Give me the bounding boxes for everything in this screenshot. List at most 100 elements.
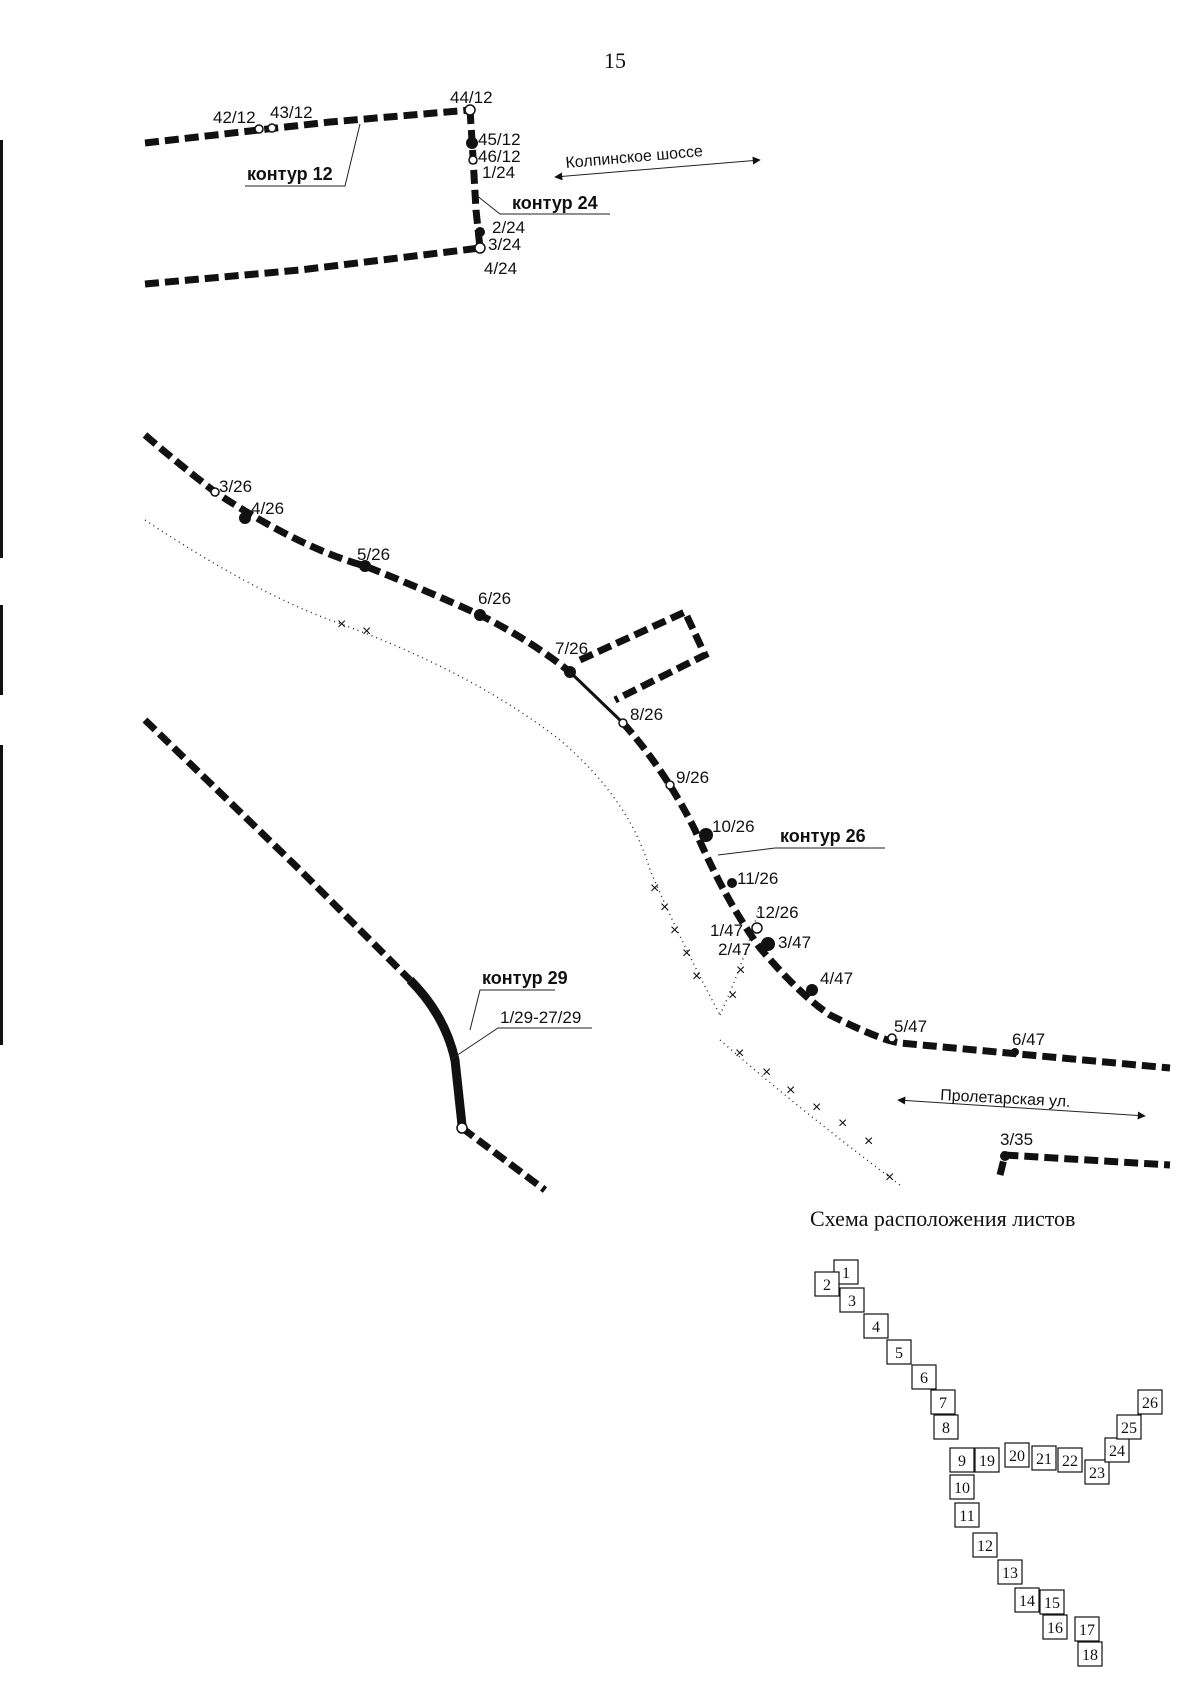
sheet-box-26: 26 [1137,1389,1163,1415]
point-label-44-12: 44/12 [450,88,493,107]
svg-text:×: × [337,616,346,633]
sheet-box-6: 6 [911,1364,937,1390]
sheet-number-20: 20 [1009,1448,1025,1465]
sheet-number-12: 12 [977,1538,993,1555]
point-label-1-24: 1/24 [482,163,515,182]
sheet-number-25: 25 [1121,1420,1137,1437]
sheet-number-16: 16 [1047,1620,1063,1637]
points-29-leader [449,1027,592,1061]
point-label-6-26: 6/26 [478,589,511,608]
contour-26-points [210,487,1019,1056]
svg-text:×: × [728,987,737,1004]
adjacent-parcel-boundary [578,607,710,704]
svg-text:×: × [660,899,669,916]
point-label-6-47: 6/47 [1012,1030,1045,1049]
sheet-box-22: 22 [1057,1447,1083,1473]
sheet-box-15: 15 [1039,1589,1065,1615]
sheet-number-6: 6 [920,1370,928,1387]
sheet-box-16: 16 [1042,1614,1068,1640]
sheet-number-26: 26 [1142,1395,1158,1412]
sheet-number-9: 9 [958,1453,966,1470]
point-label-4-47: 4/47 [820,969,853,988]
sheet-number-4: 4 [872,1319,880,1336]
sheet-box-13: 13 [997,1559,1023,1585]
contour-29-label: контур 29 [482,968,568,988]
contour-35-boundary [996,1151,1171,1176]
sheet-box-17: 17 [1074,1616,1100,1642]
sheet-box-9: 9 [949,1447,975,1473]
contour-26-leader [717,847,885,856]
point-label-10-26: 10/26 [712,817,755,836]
sheet-box-8: 8 [933,1414,959,1440]
contour-26-boundary [142,432,1171,1072]
sheet-number-17: 17 [1079,1622,1095,1639]
point-label-12-26: 12/26 [756,903,799,922]
sheet-box-10: 10 [949,1474,975,1500]
left-margin-bar-1 [0,140,3,558]
svg-text:×: × [736,962,745,979]
sheet-number-14: 14 [1019,1593,1035,1610]
svg-text:×: × [762,1064,771,1081]
sheet-number-22: 22 [1062,1453,1078,1470]
sheet-number-13: 13 [1002,1565,1018,1582]
point-label-9-26: 9/26 [676,768,709,787]
contour-29-boundary [142,717,548,1193]
point-label-2-47: 2/47 [718,940,751,959]
svg-text:×: × [864,1133,873,1150]
sheet-number-15: 15 [1044,1595,1060,1612]
point-label-5-47: 5/47 [894,1017,927,1036]
point-label-45-12: 45/12 [478,130,521,149]
contour-24-label: контур 24 [512,193,598,213]
svg-text:×: × [812,1099,821,1116]
sheet-box-7: 7 [930,1389,956,1415]
sheet-number-11: 11 [959,1508,974,1525]
sheet-number-5: 5 [895,1345,903,1362]
sheet-number-23: 23 [1089,1465,1105,1482]
point-label-3-35: 3/35 [1000,1130,1033,1149]
sheet-box-19: 19 [974,1447,1000,1473]
kolpinskoe-arrow [554,156,761,181]
sheet-box-11: 11 [954,1502,980,1528]
sheet-number-24: 24 [1109,1443,1125,1460]
sheet-box-14: 14 [1014,1587,1040,1613]
svg-text:×: × [885,1169,894,1186]
point-label-1-29-27-29: 1/29-27/29 [500,1008,581,1027]
contour-12-label: контур 12 [247,164,333,184]
sheet-box-2: 2 [814,1271,840,1297]
street-kolpinskoe: Колпинское шоссе [565,143,704,172]
point-label-4-26: 4/26 [251,499,284,518]
sheet-number-21: 21 [1036,1451,1052,1468]
left-margin-bar-2 [0,605,3,695]
fence-x-marks: ×× ×× ×× ×× × ×× ×× ×× × [337,616,894,1186]
svg-text:×: × [786,1082,795,1099]
point-label-3-26: 3/26 [219,477,252,496]
point-label-4-24: 4/24 [484,259,517,278]
sheet-box-12: 12 [972,1532,998,1558]
point-label-46-12: 46/12 [478,147,521,166]
fence-line-lower [719,1039,901,1186]
svg-text:×: × [838,1115,847,1132]
svg-text:×: × [362,623,371,640]
sheet-number-18: 18 [1082,1647,1098,1664]
point-label-43-12: 43/12 [270,103,313,122]
svg-text:×: × [692,968,701,985]
contour-12-boundary [144,106,484,288]
sheet-number-19: 19 [979,1453,995,1470]
contour-29-leader [469,989,555,1031]
point-label-7-26: 7/26 [555,639,588,658]
point-label-5-26: 5/26 [357,545,390,564]
sheet-number-1: 1 [842,1265,850,1282]
svg-text:×: × [670,922,679,939]
point-label-42-12: 42/12 [213,108,256,127]
contour-12-leader [245,123,361,187]
point-label-3-47: 3/47 [778,933,811,952]
sheet-number-2: 2 [823,1277,831,1294]
contour-24-leader [475,194,610,215]
left-margin-bar-3 [0,745,3,1045]
sheet-number-3: 3 [848,1293,856,1310]
point-label-11-26: 11/26 [737,869,778,888]
point-label-8-26: 8/26 [630,705,663,724]
proletarskaya-arrow [897,1096,1146,1120]
